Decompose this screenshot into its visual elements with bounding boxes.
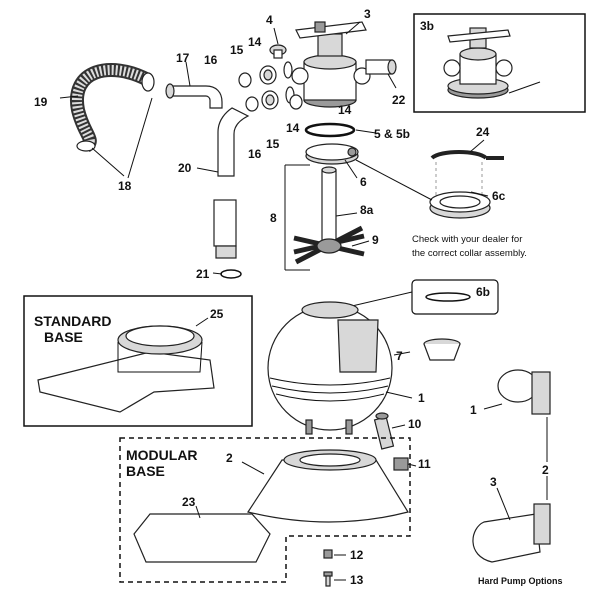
label-3b: 3b [420,19,434,33]
label-15a: 15 [230,43,244,57]
hard-pump-options-label: Hard Pump Options [478,576,563,586]
fitting-22 [365,59,397,75]
label-20: 20 [178,161,192,175]
lateral-assembly-8 [284,164,365,271]
label-17: 17 [176,51,190,65]
collar-note-line2: the correct collar assembly. [412,248,527,259]
label-7: 7 [396,349,403,363]
elbow-17 [165,83,223,109]
basket-7 [423,338,461,361]
label-25: 25 [210,307,224,321]
standard-base-label-line2: BASE [44,329,83,345]
label-11: 11 [418,457,431,471]
unions-and-orings [238,61,303,112]
modular-base-label-line2: BASE [126,463,165,479]
label-14c: 14 [286,121,300,135]
label-5: 5 & 5b [374,127,410,141]
pressure-gauge-4 [269,44,287,59]
leader-lines [59,21,548,581]
hard-pump-label-1: 1 [470,403,477,417]
label-8: 8 [270,211,277,225]
hard-pump-label-2: 2 [542,463,549,477]
label-12: 12 [350,548,364,562]
label-22: 22 [392,93,406,107]
pipe-20 [213,107,250,259]
o-ring-5 [304,122,356,138]
label-2: 2 [226,451,233,465]
collar-note-line1: Check with your dealer for [412,234,522,245]
label-14a: 14 [248,35,262,49]
label-4: 4 [266,13,273,27]
label-16b: 16 [248,147,262,161]
label-23: 23 [182,495,196,509]
inset-3b-box [413,13,586,113]
standard-base-label-line1: STANDARD [34,313,112,329]
drain-10 [373,412,395,450]
label-15b: 15 [266,137,280,151]
filter-tank-1 [267,301,393,435]
hard-pump-label-3: 3 [490,475,497,489]
leader-6-to-6c [355,159,433,201]
callout-6b [351,279,499,315]
label-18: 18 [118,179,132,193]
nut-12 [323,549,333,559]
label-10: 10 [408,417,422,431]
label-9: 9 [372,233,379,247]
modular-base-box [119,437,411,583]
label-14b: 14 [338,103,352,117]
o-ring-21 [220,269,242,279]
label-6c: 6c [492,189,506,203]
collar-24 [430,150,504,196]
multiport-valve-3 [291,21,371,108]
label-19: 19 [34,95,48,109]
label-21: 21 [196,267,210,281]
hose-19 [70,63,155,152]
collar-6c [429,191,491,219]
label-13: 13 [350,573,364,587]
label-16a: 16 [204,53,218,67]
bolt-13 [323,571,333,587]
standard-base-box [23,295,253,427]
label-6b: 6b [476,285,490,299]
label-6: 6 [360,175,367,189]
label-3: 3 [364,7,371,21]
modular-base-label-line1: MODULAR [126,447,198,463]
cap-11 [393,457,409,471]
label-1: 1 [418,391,425,405]
label-24: 24 [476,125,490,139]
clamp-6 [305,143,359,165]
label-8a: 8a [360,203,374,217]
hard-pump-options [472,369,551,563]
